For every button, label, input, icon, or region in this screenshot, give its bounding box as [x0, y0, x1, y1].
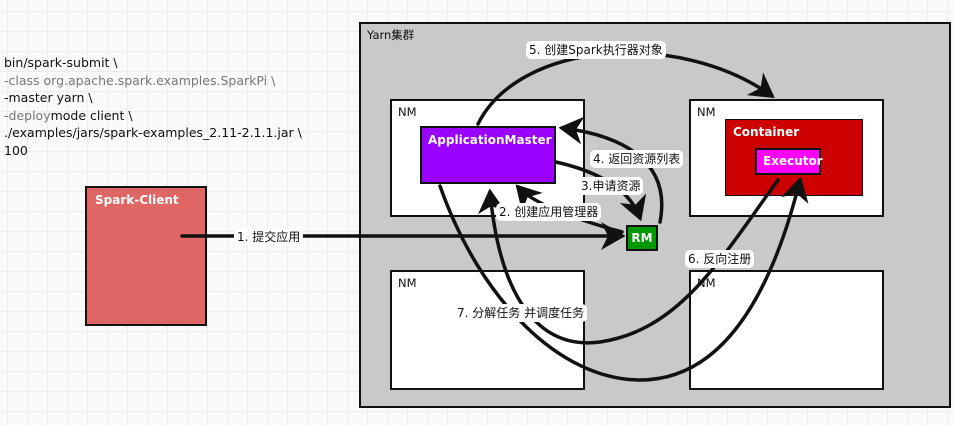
arrow-create-executor [476, 51, 775, 126]
command-token: -deploy [4, 107, 51, 123]
command-line: ./examples/jars/spark-examples_2.11-2.1.… [4, 124, 302, 142]
command-line: -class org.apache.spark.examples.SparkPi… [4, 72, 302, 90]
step-5-label: 5. 创建Spark执行器对象 [526, 41, 666, 59]
command-line: 100 [4, 142, 302, 160]
application-master-label: ApplicationMaster [428, 133, 552, 147]
application-master: ApplicationMaster [420, 126, 556, 184]
nm-label: NM [697, 105, 716, 119]
executor: Executor [755, 148, 823, 175]
arrow-reverse-register [478, 178, 780, 345]
arrow-dispatch-tasks [438, 176, 809, 382]
nm-label: NM [398, 276, 417, 290]
spark-client-label: Spark-Client [95, 193, 179, 207]
container-label: Container [733, 125, 800, 139]
node-manager-bottom-right: NM [689, 270, 884, 390]
step-1-label: 1. 提交应用 [234, 228, 304, 246]
step-4-label: 4. 返回资源列表 [590, 150, 684, 168]
resource-manager: RM [626, 225, 658, 251]
command-token: bin/spark-submit \ [4, 55, 118, 70]
step-3-label: 3.申请资源 [578, 177, 644, 195]
command-token: ./examples/jars/spark-examples_2.11-2.1.… [4, 125, 302, 140]
spark-client: Spark-Client [85, 186, 207, 326]
command-token: -master yarn \ [4, 90, 93, 105]
executor-label: Executor [763, 154, 823, 168]
command-token: 100 [4, 142, 28, 158]
step-2-label: 2. 创建应用管理器 [496, 203, 602, 221]
command-line: -master yarn \ [4, 89, 302, 107]
step-6-label: 6. 反向注册 [685, 250, 755, 268]
spark-submit-command: bin/spark-submit \ -class org.apache.spar… [4, 54, 302, 159]
command-token: mode client \ [50, 107, 133, 123]
step-7-label: 7. 分解任务 并调度任务 [454, 304, 588, 322]
yarn-cluster-label: Yarn集群 [367, 28, 415, 42]
node-manager-bottom-left: NM [390, 270, 585, 390]
command-line: bin/spark-submit \ [4, 54, 302, 72]
command-token: -class org.apache.spark.examples.SparkPi… [4, 72, 276, 88]
command-line: -deploymode client \ [4, 107, 302, 125]
nm-label: NM [398, 105, 417, 119]
